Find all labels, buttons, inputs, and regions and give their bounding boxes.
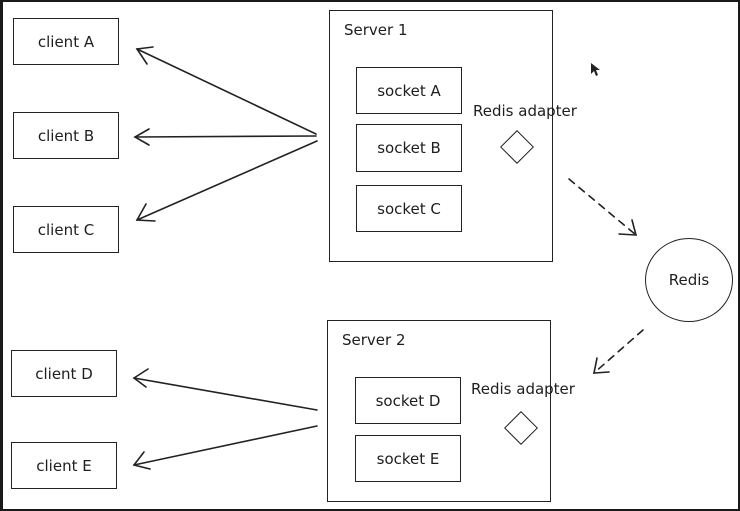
server-1-container: Server 1 <box>329 10 553 262</box>
arrow-server2-client-d <box>133 377 318 411</box>
arrow-server1-client-a <box>136 48 317 135</box>
client-d-label: client D <box>35 364 93 383</box>
arrowhead-redis <box>618 219 638 236</box>
client-d-box: client D <box>11 350 117 397</box>
arrowhead-client-d <box>132 368 149 388</box>
socket-d-label: socket D <box>375 391 441 410</box>
client-a-label: client A <box>37 32 95 51</box>
server-2-title: Server 2 <box>342 331 406 349</box>
mouse-cursor-icon <box>591 63 600 76</box>
arrowhead-client-a <box>135 46 154 65</box>
client-a-box: client A <box>13 18 119 65</box>
socket-b-box: socket B <box>356 124 462 172</box>
client-b-label: client B <box>37 126 95 145</box>
server-1-adapter-label: Redis adapter <box>473 102 577 120</box>
socket-e-label: socket E <box>376 449 440 468</box>
client-c-label: client C <box>37 220 95 239</box>
arrow-server1-client-b <box>134 135 317 138</box>
client-c-box: client C <box>13 206 119 253</box>
arrowhead-server2-adapter <box>593 357 610 374</box>
socket-a-label: socket A <box>377 81 441 100</box>
socket-c-box: socket C <box>356 185 462 232</box>
redis-node: Redis <box>645 238 733 322</box>
redis-label: Redis <box>668 271 710 289</box>
socket-a-box: socket A <box>356 67 462 114</box>
socket-b-label: socket B <box>377 139 441 157</box>
client-e-box: client E <box>11 442 117 489</box>
arrowhead-client-e <box>132 451 151 470</box>
diagram-canvas: client A client B client C client D clie… <box>3 2 738 509</box>
socket-c-label: socket C <box>377 199 441 218</box>
socket-d-box: socket D <box>355 377 461 424</box>
dashed-arrow-redis-server2 <box>593 329 644 374</box>
edges-layer <box>132 46 644 470</box>
client-e-label: client E <box>36 456 92 475</box>
server-2-adapter-label: Redis adapter <box>471 380 575 398</box>
server-2-container: Server 2 <box>327 320 551 502</box>
arrow-server1-client-c <box>136 140 318 221</box>
dashed-arrow-server1-redis <box>568 178 637 236</box>
arrowhead-client-c <box>135 203 156 222</box>
socket-e-box: socket E <box>355 435 461 482</box>
arrow-server2-client-e <box>133 425 318 466</box>
client-b-box: client B <box>13 112 119 159</box>
arrowhead-client-b <box>133 128 150 146</box>
server-1-title: Server 1 <box>344 21 408 39</box>
